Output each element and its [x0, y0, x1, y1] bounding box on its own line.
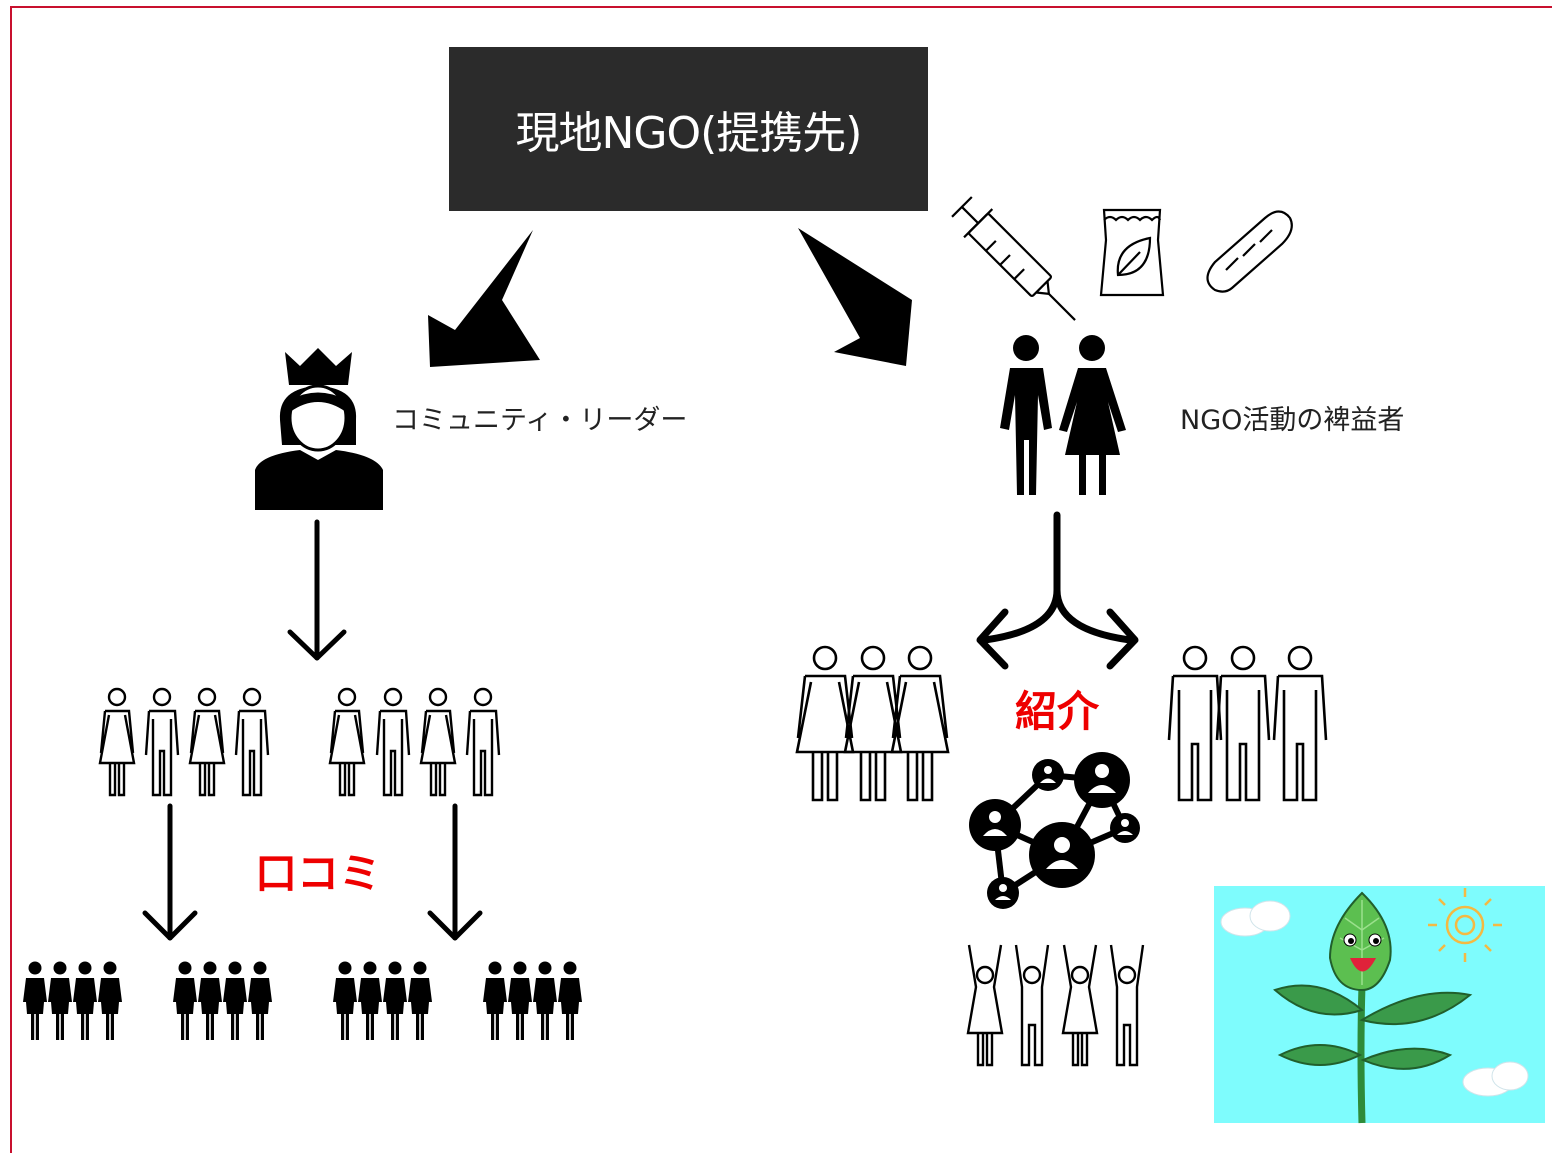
ngo-box-label: 現地NGO(提携先)	[515, 108, 863, 159]
ngo-box: 現地NGO(提携先)	[449, 47, 928, 211]
syringe-icon	[951, 196, 1076, 321]
referral-label: 紹介	[1015, 687, 1100, 736]
plant-character-illustration	[1214, 886, 1545, 1124]
community-leader-label: コミュニティ・リーダー	[392, 405, 688, 436]
arrow-to-leader	[428, 230, 540, 367]
right-group-women	[795, 645, 950, 802]
bottom-crowds	[23, 961, 582, 1040]
seed-bag-icon	[1099, 208, 1165, 297]
arrow-to-beneficiaries	[798, 228, 912, 366]
network-icon	[969, 752, 1140, 909]
split-arrow	[976, 511, 1139, 670]
cheering-group	[966, 943, 1145, 1067]
word-of-mouth-arrows	[142, 803, 483, 941]
page-frame	[10, 6, 1552, 1153]
word-of-mouth-label: 口コミ	[255, 849, 382, 898]
crowned-leader-icon	[255, 348, 383, 510]
right-group-men	[1167, 645, 1328, 802]
arrow-leader-to-groups	[287, 519, 347, 661]
couple-icon	[1000, 335, 1126, 495]
left-group-1	[98, 687, 270, 797]
bread-icon	[1206, 210, 1293, 293]
left-group-2	[328, 687, 501, 797]
beneficiary-label: NGO活動の裨益者	[1180, 405, 1405, 436]
